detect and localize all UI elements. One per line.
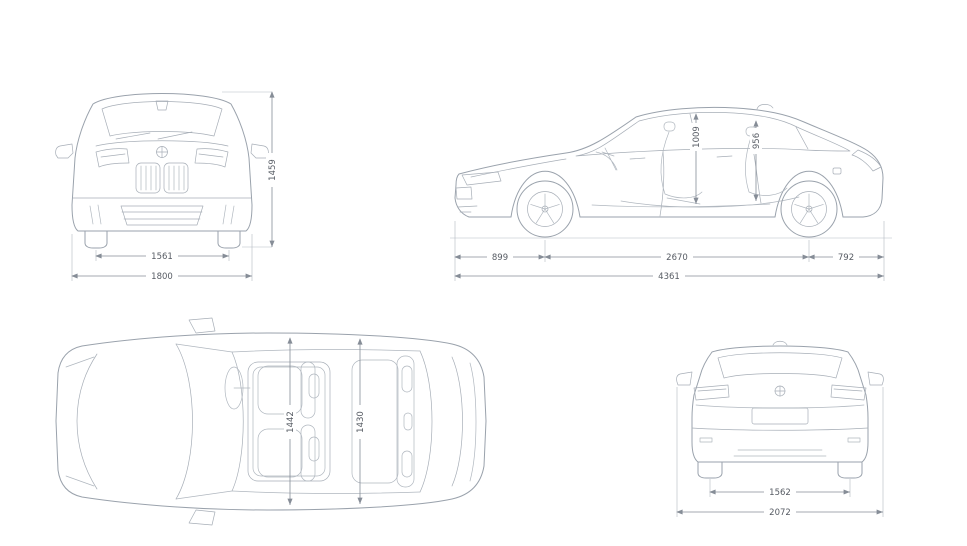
side-front-wheel — [516, 180, 574, 238]
rear-reflectors — [699, 437, 861, 443]
front-side-slits — [89, 204, 235, 225]
side-fuel-cap — [832, 167, 842, 175]
bmw-roundel-icon — [156, 146, 168, 158]
side-rear-wheel — [780, 180, 838, 238]
rear-tailgate-crease — [695, 404, 865, 409]
front-width-dimension: 1800 — [71, 234, 253, 282]
side-roof-antenna — [756, 104, 774, 110]
top-rear-window — [419, 350, 433, 493]
front-mirror-right — [250, 143, 269, 159]
front-grille-slats — [140, 165, 185, 191]
side-front-headroom-dimension: 1009 — [690, 113, 702, 204]
top-interior-sketch — [224, 355, 415, 488]
rear-mirror-right — [867, 371, 884, 386]
rear-track-dimension: 1562 — [709, 479, 851, 498]
top-spoiler-arc — [469, 362, 477, 482]
top-view: 1442 1430 — [55, 317, 487, 526]
top-front-width-dimension: 1442 — [284, 337, 296, 505]
front-interior-width-label: 1442 — [286, 411, 296, 433]
bmw-roundel-icon — [774, 385, 786, 397]
top-a-pillars — [175, 343, 233, 500]
front-overhang-label: 899 — [492, 253, 508, 263]
side-length-dimensions: 899 2670 792 4361 — [454, 221, 885, 282]
mirror-width-label: 2072 — [769, 508, 791, 518]
label-backdrop — [690, 123, 702, 151]
front-track-dimension: 1561 — [95, 250, 230, 262]
label-backdrop — [284, 405, 296, 439]
side-headlight — [461, 171, 502, 186]
top-roof-rails — [231, 349, 421, 494]
label-backdrop — [661, 251, 693, 263]
front-width-label: 1800 — [151, 272, 173, 282]
side-door-handles — [629, 155, 733, 160]
front-kidney-grille-left — [135, 162, 161, 194]
rear-headroom-label: 956 — [752, 133, 762, 149]
side-grille — [455, 186, 478, 213]
top-windshield-cowl — [175, 343, 193, 500]
top-hatch-arc — [451, 356, 463, 487]
side-body-outline — [454, 106, 884, 218]
front-hood-crease — [95, 140, 229, 147]
label-backdrop — [266, 153, 278, 187]
top-mirror-lower — [188, 509, 216, 526]
rear-window — [717, 352, 843, 379]
rear-mirror-width-dimension: 2072 — [676, 387, 884, 518]
rear-license-plate — [751, 407, 809, 425]
label-backdrop — [653, 270, 685, 282]
front-wipers — [115, 131, 193, 140]
rear-overhang-label: 792 — [838, 253, 854, 263]
rear-track-label: 1562 — [769, 488, 791, 498]
label-backdrop — [146, 250, 178, 262]
rear-tires — [697, 461, 863, 479]
top-headlight-hints — [65, 356, 95, 487]
top-roof-front-edge — [231, 351, 244, 492]
label-backdrop — [833, 251, 859, 263]
top-rear-width-dimension: 1430 — [354, 338, 366, 504]
label-backdrop — [750, 128, 762, 154]
rear-diffuser-lines — [733, 449, 827, 457]
label-backdrop — [146, 270, 178, 282]
label-backdrop — [764, 506, 796, 518]
front-mirror-left — [55, 143, 74, 159]
top-hood-contour — [76, 353, 98, 490]
label-backdrop — [764, 486, 796, 498]
side-view: 1009 956 899 2670 792 4361 — [450, 104, 892, 282]
front-height-label: 1459 — [268, 159, 278, 181]
front-tires — [84, 230, 241, 249]
rear-taillight-left — [693, 384, 730, 401]
front-interior-mirror — [155, 100, 169, 111]
front-windshield — [101, 101, 223, 137]
rear-antenna-fin — [772, 340, 788, 346]
front-lower-intake — [120, 205, 204, 226]
top-body-outline — [55, 332, 487, 511]
rear-body-outline — [691, 345, 869, 463]
front-track-label: 1561 — [151, 252, 173, 262]
side-hood-cut — [470, 158, 567, 178]
front-body-outline — [71, 93, 253, 232]
rear-interior-width-label: 1430 — [356, 411, 366, 433]
overall-length-label: 4361 — [658, 272, 680, 282]
front-kidney-grille-right — [163, 162, 189, 194]
front-view: 1561 1800 1459 — [55, 91, 278, 282]
side-rear-headroom-dimension: 956 — [750, 120, 762, 201]
wheelbase-label: 2670 — [666, 253, 688, 263]
side-taillight — [851, 149, 882, 172]
rear-mirror-left — [676, 371, 693, 386]
rear-bumper-line — [691, 427, 869, 431]
front-height-dimension: 1459 — [222, 91, 278, 248]
top-mirror-upper — [188, 317, 216, 334]
front-headlight-left — [95, 148, 130, 168]
front-headroom-label: 1009 — [692, 126, 702, 148]
rear-view: 1562 2072 — [676, 340, 884, 518]
label-backdrop — [354, 405, 366, 439]
front-headlight-right — [194, 148, 229, 168]
label-backdrop — [487, 251, 513, 263]
side-glasshouse — [575, 112, 851, 157]
rear-taillight-right — [830, 384, 867, 401]
